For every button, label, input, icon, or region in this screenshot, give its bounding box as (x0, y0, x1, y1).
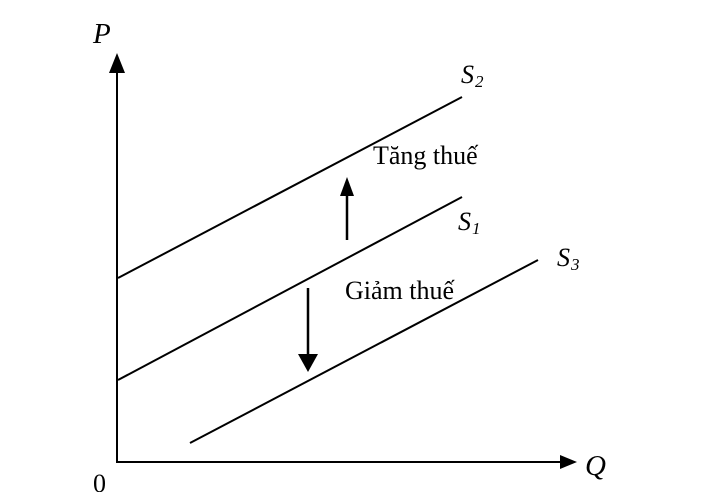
curve-label-s3-sub: 3 (571, 254, 580, 274)
curve-s2 (117, 96, 463, 279)
curve-label-s2-sub: 2 (475, 71, 484, 91)
curve-label-s1: S1 (458, 209, 481, 237)
curve-label-s3: S3 (557, 245, 580, 273)
annotation-tax-decrease: Giảm thuế (345, 276, 455, 305)
annotation-tax-increase: Tăng thuế (373, 141, 478, 170)
curve-s1 (117, 196, 463, 381)
curve-s3 (189, 259, 539, 444)
y-axis-label: P (93, 18, 111, 50)
origin-label: 0 (93, 469, 106, 492)
curve-label-s2: S2 (461, 62, 484, 90)
curve-label-s3-base: S (557, 243, 570, 272)
curve-label-s1-sub: 1 (472, 218, 481, 238)
y-axis-arrowhead-icon (109, 53, 125, 73)
x-axis-arrowhead-icon (560, 455, 577, 469)
curve-label-s1-base: S (458, 207, 471, 236)
up-arrow-icon (340, 177, 354, 240)
curve-label-s2-base: S (461, 60, 474, 89)
x-axis-label: Q (585, 450, 606, 482)
down-arrow-icon (298, 288, 318, 372)
